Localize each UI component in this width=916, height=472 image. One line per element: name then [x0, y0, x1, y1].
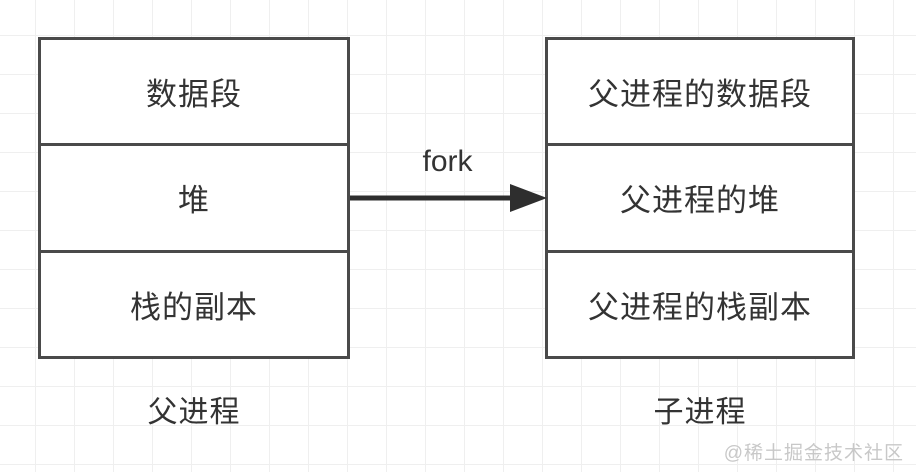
child-process-box: 父进程的数据段 父进程的堆 父进程的栈副本: [545, 37, 855, 359]
child-stack-copy-cell: 父进程的栈副本: [548, 249, 852, 356]
child-data-segment-cell: 父进程的数据段: [588, 77, 812, 113]
child-heap-cell: 父进程的堆: [548, 143, 852, 249]
parent-data-segment-cell: 数据段: [146, 77, 242, 113]
fork-arrow-icon: [350, 184, 547, 212]
parent-heap-cell: 堆: [41, 143, 347, 249]
watermark-text: @稀土掘金技术社区: [723, 443, 904, 464]
parent-process-caption: 父进程: [147, 396, 241, 429]
child-process-caption: 子进程: [653, 396, 747, 429]
parent-process-box: 数据段 堆 栈的副本: [38, 37, 350, 359]
parent-stack-copy-cell: 栈的副本: [41, 249, 347, 356]
fork-label: fork: [422, 145, 473, 178]
